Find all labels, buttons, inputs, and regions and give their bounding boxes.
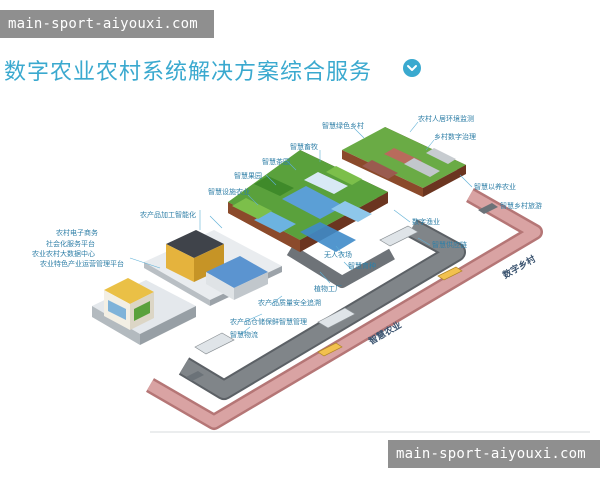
label-smart-supply-chain: 智慧供应链: [432, 241, 467, 249]
chevron-down-icon[interactable]: [403, 59, 421, 77]
label-village-governance: 乡村数字治理: [434, 133, 476, 141]
label-smart-tea: 智慧茶园: [262, 158, 290, 166]
label-smart-breeding: 智慧育种: [348, 262, 376, 270]
label-rural-environment: 农村人居环境监测: [418, 115, 474, 123]
label-smart-logistics: 智慧物流: [230, 331, 258, 339]
label-leaders: [129, 121, 473, 336]
ecommerce-block: [92, 278, 196, 345]
label-smart-livestock: 智慧畜牧: [290, 143, 318, 151]
label-plant-factory: 植物工厂: [314, 285, 342, 293]
label-unmanned-farm: 无人农场: [324, 251, 352, 259]
label-big-data-center: 农业农村大数据中心: [32, 250, 95, 258]
label-smart-green-village: 智慧绿色乡村: [322, 122, 364, 130]
label-smart-elderly: 智慧以养农业: [474, 183, 516, 191]
label-processing-intelligent: 农产品加工智能化: [140, 211, 196, 219]
label-rural-ecommerce: 农村电子商务: [56, 229, 98, 237]
watermark-top: main-sport-aiyouxi.com: [0, 10, 214, 38]
bus: [317, 266, 463, 357]
page-title: 数字农业农村系统解决方案综合服务: [4, 60, 373, 85]
truck: [194, 225, 419, 355]
village-block: [342, 127, 466, 197]
label-quality-traceability: 农产品质量安全追溯: [258, 299, 321, 307]
label-digital-fishery: 数字渔业: [412, 218, 440, 226]
farmland-block: [228, 150, 388, 252]
small-truck: [186, 203, 498, 381]
label-smart-orchard: 智慧果园: [234, 172, 262, 180]
label-warehouse-cold-chain: 农产品仓储保鲜智慧管理: [230, 318, 307, 326]
processing-block: [144, 230, 282, 306]
label-smart-facility: 智慧设施农业: [208, 188, 250, 196]
label-feature-industry-platform: 农业特色产业运营管理平台: [40, 260, 124, 268]
rural-system-diagram: [92, 121, 590, 433]
pink-road: [145, 188, 543, 430]
watermark-bottom: main-sport-aiyouxi.com: [388, 440, 600, 468]
label-smart-tourism: 智慧乡村旅游: [500, 202, 542, 210]
label-social-service-platform: 社会化服务平台: [46, 240, 95, 248]
